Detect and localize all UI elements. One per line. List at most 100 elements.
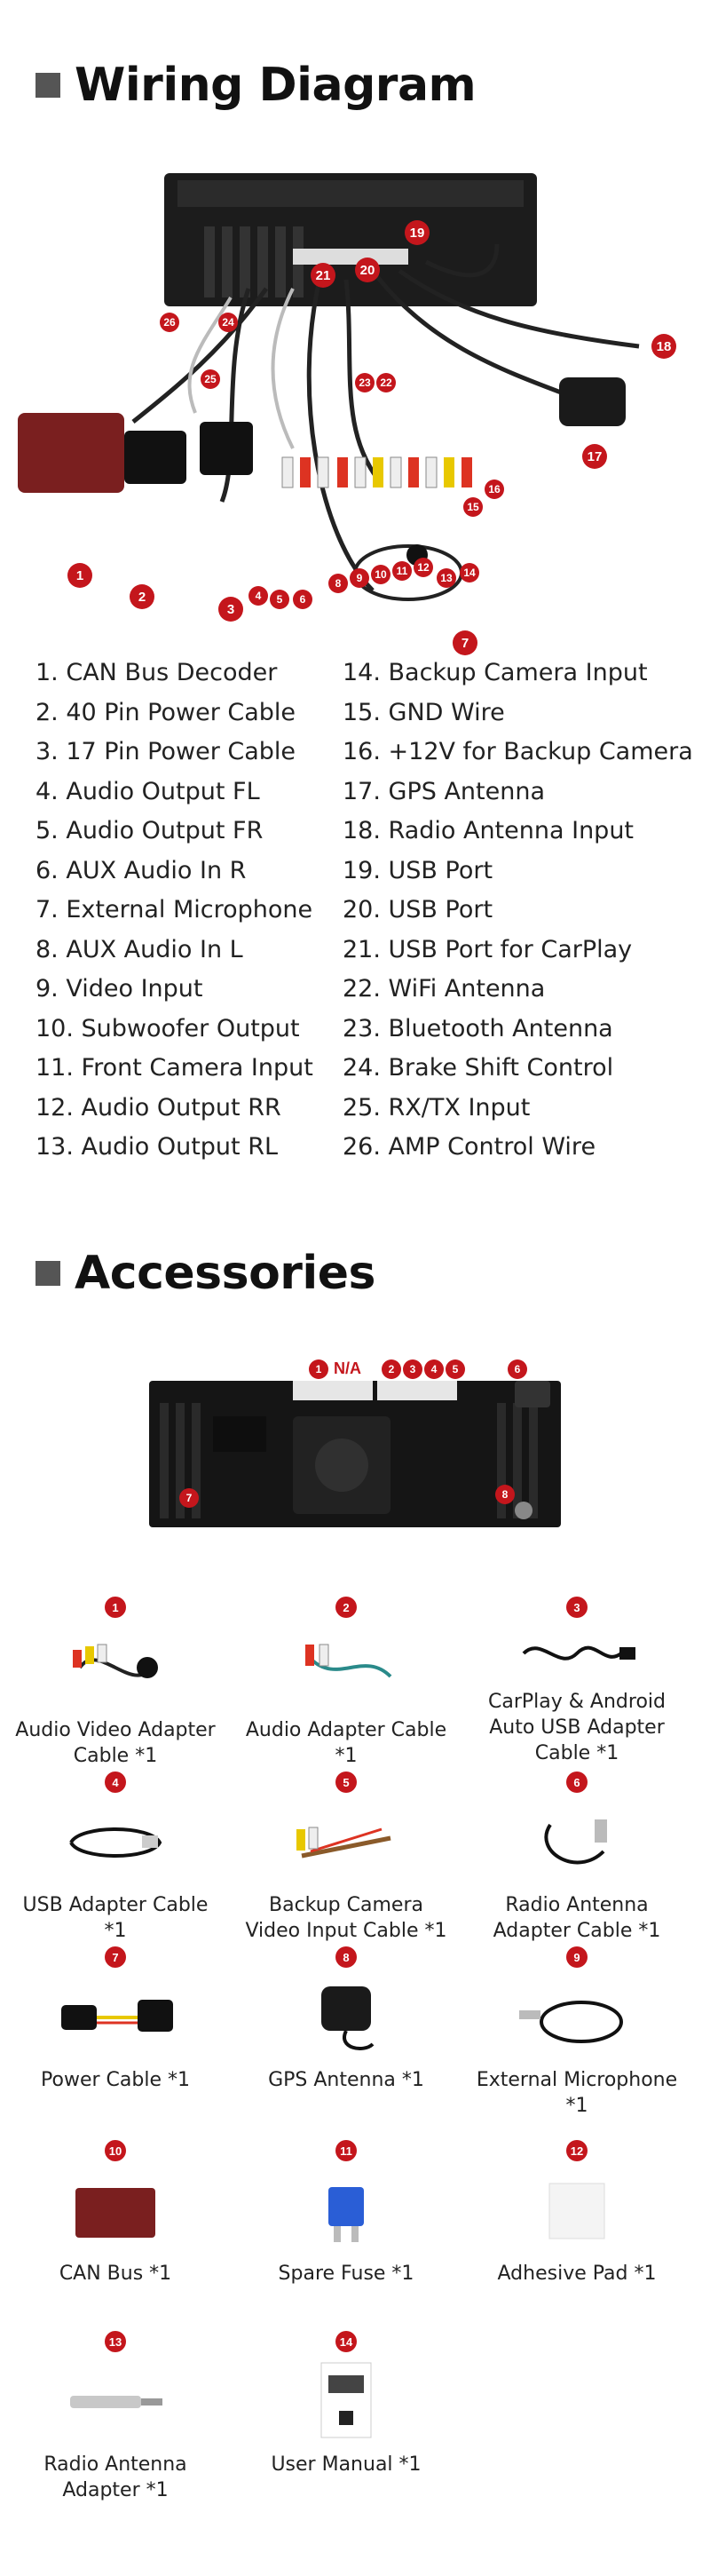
accessory-item: 14 User Manual *1 bbox=[240, 2331, 453, 2477]
unit-label-8: 8 bbox=[495, 1485, 515, 1504]
accessory-number: 9 bbox=[566, 1946, 588, 1968]
title-square-icon bbox=[36, 1261, 60, 1286]
radio-antenna-adapter-image bbox=[9, 2352, 222, 2452]
accessory-caption: Audio Video Adapter Cable *1 bbox=[15, 1719, 216, 1767]
legend-item: 20. USB Port bbox=[343, 896, 493, 923]
accessory-item: 3 CarPlay & Android Auto USB Adapter Cab… bbox=[470, 1597, 683, 1766]
accessory-number: 14 bbox=[335, 2331, 357, 2352]
accessory-item: 13 Radio Antenna Adapter *1 bbox=[9, 2331, 222, 2503]
callout-25: 25 bbox=[201, 369, 220, 389]
av-cable-image bbox=[9, 1618, 222, 1717]
callout-11: 11 bbox=[392, 561, 412, 581]
power-cable-image bbox=[9, 1968, 222, 2067]
usb-adapter-cable-image bbox=[9, 1793, 222, 1892]
accessory-number: 8 bbox=[335, 1946, 357, 1968]
accessory-item: 5 Backup Camera Video Input Cable *1 bbox=[240, 1771, 453, 1944]
legend-item: 10. Subwoofer Output bbox=[36, 1014, 300, 1042]
callout-14: 14 bbox=[460, 563, 479, 583]
audio-adapter-image bbox=[240, 1618, 453, 1717]
accessory-number: 2 bbox=[335, 1597, 357, 1618]
legend-item: 21. USB Port for CarPlay bbox=[343, 935, 633, 963]
legend-item: 14. Backup Camera Input bbox=[343, 659, 648, 686]
accessories-section-title: Accessories bbox=[36, 1247, 375, 1300]
legend-item: 22. WiFi Antenna bbox=[343, 975, 546, 1003]
legend-item: 25. RX/TX Input bbox=[343, 1093, 531, 1122]
callout-26: 26 bbox=[160, 313, 179, 332]
unit-label-1: 1 bbox=[309, 1359, 328, 1379]
callout-13: 13 bbox=[437, 568, 456, 588]
accessory-number: 10 bbox=[105, 2140, 126, 2161]
title-square-icon bbox=[36, 73, 60, 98]
accessory-number: 7 bbox=[105, 1946, 126, 1968]
accessory-caption: Radio Antenna Adapter *1 bbox=[43, 2453, 187, 2501]
accessory-item: 1 Audio Video Adapter Cable *1 bbox=[9, 1597, 222, 1769]
unit-label-3: 3 bbox=[403, 1359, 422, 1379]
unit-label-6: 6 bbox=[508, 1359, 527, 1379]
callout-1: 1 bbox=[67, 563, 92, 588]
legend-item: 4. Audio Output FL bbox=[36, 777, 260, 805]
legend-item: 8. AUX Audio In L bbox=[36, 935, 243, 963]
unit-label-2: 2 bbox=[382, 1359, 401, 1379]
callout-18: 18 bbox=[651, 334, 676, 359]
wiring-legend-left: 1. CAN Bus Decoder 2. 40 Pin Power Cable… bbox=[36, 654, 313, 1168]
head-unit-back-photo bbox=[149, 1381, 561, 1527]
callout-2: 2 bbox=[130, 584, 154, 609]
callout-6: 6 bbox=[293, 590, 312, 609]
accessory-number: 5 bbox=[335, 1771, 357, 1793]
accessory-number: 3 bbox=[566, 1597, 588, 1618]
callout-20: 20 bbox=[355, 258, 380, 282]
legend-item: 2. 40 Pin Power Cable bbox=[36, 698, 296, 726]
callout-16: 16 bbox=[485, 480, 504, 499]
callout-4: 4 bbox=[248, 586, 268, 606]
legend-item: 7. External Microphone bbox=[36, 896, 313, 923]
legend-item: 15. GND Wire bbox=[343, 698, 505, 726]
accessory-caption: User Manual *1 bbox=[271, 2453, 422, 2476]
accessory-number: 4 bbox=[105, 1771, 126, 1793]
user-manual-image bbox=[240, 2352, 453, 2452]
legend-item: 1. CAN Bus Decoder bbox=[36, 659, 278, 686]
callout-23: 23 bbox=[355, 373, 375, 392]
accessory-number: 13 bbox=[105, 2331, 126, 2352]
legend-item: 16. +12V for Backup Camera bbox=[343, 738, 693, 765]
callout-10: 10 bbox=[371, 565, 390, 584]
legend-item: 11. Front Camera Input bbox=[36, 1054, 313, 1082]
legend-item: 19. USB Port bbox=[343, 856, 493, 884]
spare-fuse-image bbox=[240, 2161, 453, 2261]
accessory-number: 1 bbox=[105, 1597, 126, 1618]
backup-camera-cable-image bbox=[240, 1793, 453, 1892]
callout-9: 9 bbox=[350, 568, 369, 588]
accessory-item: 12 Adhesive Pad *1 bbox=[470, 2140, 683, 2287]
legend-item: 24. Brake Shift Control bbox=[343, 1054, 614, 1082]
callout-3: 3 bbox=[218, 597, 243, 622]
legend-item: 3. 17 Pin Power Cable bbox=[36, 738, 296, 765]
accessory-item: 7 Power Cable *1 bbox=[9, 1946, 222, 2093]
legend-item: 12. Audio Output RR bbox=[36, 1093, 281, 1122]
legend-item: 17. GPS Antenna bbox=[343, 777, 545, 805]
callout-12: 12 bbox=[414, 558, 433, 577]
unit-label-5: 5 bbox=[446, 1359, 465, 1379]
accessory-caption: CAN Bus *1 bbox=[59, 2263, 172, 2285]
legend-item: 13. Audio Output RL bbox=[36, 1133, 279, 1161]
wiring-diagram-photo bbox=[18, 173, 640, 601]
accessory-item: 10 CAN Bus *1 bbox=[9, 2140, 222, 2287]
legend-item: 9. Video Input bbox=[36, 975, 203, 1003]
accessory-caption: USB Adapter Cable *1 bbox=[22, 1894, 209, 1942]
accessory-item: 4 USB Adapter Cable *1 bbox=[9, 1771, 222, 1944]
accessory-caption: Spare Fuse *1 bbox=[278, 2263, 414, 2285]
accessory-caption: GPS Antenna *1 bbox=[268, 2069, 424, 2091]
callout-21: 21 bbox=[311, 263, 335, 288]
callout-22: 22 bbox=[376, 373, 396, 392]
gps-antenna-image bbox=[240, 1968, 453, 2067]
legend-item: 26. AMP Control Wire bbox=[343, 1133, 596, 1161]
accessory-caption: Adhesive Pad *1 bbox=[497, 2263, 657, 2285]
accessory-caption: Radio Antenna Adapter Cable *1 bbox=[493, 1894, 661, 1942]
accessory-number: 12 bbox=[566, 2140, 588, 2161]
callout-5: 5 bbox=[270, 590, 289, 609]
legend-item: 18. Radio Antenna Input bbox=[343, 817, 635, 844]
wiring-section-title: Wiring Diagram bbox=[36, 59, 477, 112]
accessory-caption: Backup Camera Video Input Cable *1 bbox=[245, 1894, 447, 1942]
wiring-title: Wiring Diagram bbox=[75, 59, 477, 112]
callout-24: 24 bbox=[218, 313, 238, 332]
unit-label-7: 7 bbox=[179, 1488, 199, 1508]
accessories-title: Accessories bbox=[75, 1247, 375, 1300]
